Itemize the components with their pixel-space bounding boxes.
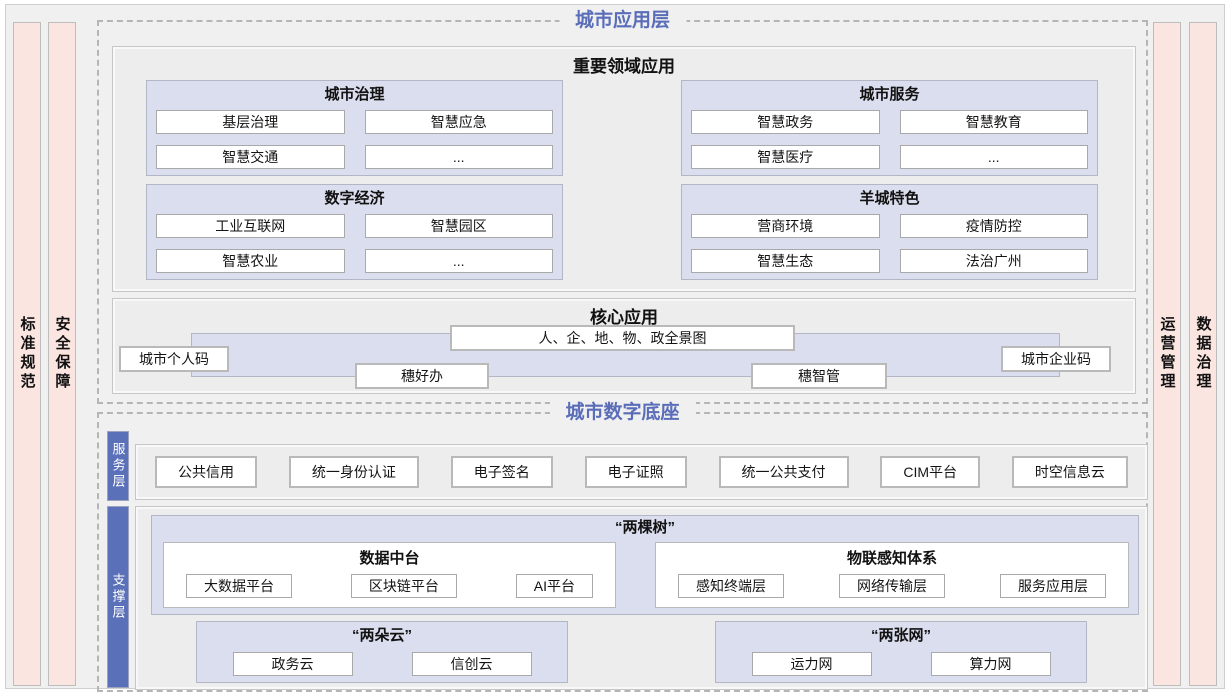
platform-item: 区块链平台 <box>350 574 457 598</box>
service-item: 公共信用 <box>155 456 257 488</box>
network-item: 算力网 <box>930 652 1051 676</box>
core-app-suihaoban: 穗好办 <box>355 363 489 389</box>
pillar-standards: 标准规范 <box>13 22 41 686</box>
service-item: 时空信息云 <box>1011 456 1128 488</box>
core-app-city-enterprise-code: 城市企业码 <box>1001 346 1111 372</box>
two-networks-block: “两张网” 运力网 算力网 <box>715 621 1087 683</box>
two-clouds-block: “两朵云” 政务云 信创云 <box>196 621 568 683</box>
category-city-services: 城市服务 智慧政务 智慧教育 智慧医疗 ... <box>681 80 1098 176</box>
iot-item: 服务应用层 <box>1000 574 1106 598</box>
category-city-governance: 城市治理 基层治理 智慧应急 智慧交通 ... <box>146 80 563 176</box>
cloud-item: 信创云 <box>411 652 532 676</box>
category-title: 数字经济 <box>324 190 385 207</box>
pillar-operations: 运营管理 <box>1153 22 1181 686</box>
app-item: 智慧农业 <box>156 249 345 273</box>
app-item-more: ... <box>899 145 1088 169</box>
service-item: 电子证照 <box>584 456 687 488</box>
two-networks-title: “两张网” <box>870 627 931 644</box>
platform-item: 大数据平台 <box>186 574 292 598</box>
service-layer-label-text: 服务层 <box>110 442 126 490</box>
core-app-panorama: 人、企、地、物、政全景图 <box>450 325 795 351</box>
app-item: 智慧医疗 <box>691 145 880 169</box>
service-layer-label: 服务层 <box>107 431 129 501</box>
support-layer-area: “两棵树” 数据中台 大数据平台 区块链平台 AI平台 物联感知体系 感知终端层… <box>135 506 1148 690</box>
service-item: 统一公共支付 <box>718 456 849 488</box>
digital-base-title: 城市数字底座 <box>549 399 696 427</box>
data-platform-title: 数据中台 <box>359 550 420 567</box>
pillar-data-governance: 数据治理 <box>1189 22 1217 686</box>
app-item: 智慧政务 <box>691 110 880 134</box>
two-clouds-title: “两朵云” <box>351 627 412 644</box>
category-title: 城市治理 <box>324 86 385 103</box>
core-apps-section: 核心应用 人、企、地、物、政全景图 城市个人码 穗好办 穗智管 城市企业码 <box>112 298 1136 394</box>
app-item: 工业互联网 <box>156 214 345 238</box>
category-title: 城市服务 <box>859 86 920 103</box>
app-item: 智慧生态 <box>691 249 880 273</box>
two-trees-block: “两棵树” 数据中台 大数据平台 区块链平台 AI平台 物联感知体系 感知终端层… <box>151 515 1139 615</box>
app-item: 法治广州 <box>899 249 1088 273</box>
application-layer-title: 城市应用层 <box>558 7 687 35</box>
cloud-item: 政务云 <box>232 652 353 676</box>
iot-item: 网络传输层 <box>839 574 945 598</box>
support-layer-label: 支撑层 <box>107 506 129 688</box>
application-layer-container: 城市应用层 重要领域应用 城市治理 基层治理 智慧应急 智慧交通 ... 城市服… <box>97 7 1148 404</box>
pillar-data-governance-label: 数据治理 <box>1194 316 1212 392</box>
service-item: 电子签名 <box>450 456 553 488</box>
platform-item: AI平台 <box>515 574 593 598</box>
pillar-security: 安全保障 <box>48 22 76 686</box>
iot-system-title: 物联感知体系 <box>846 550 937 567</box>
core-app-city-personal-code: 城市个人码 <box>119 346 229 372</box>
app-item: 疫情防控 <box>899 214 1088 238</box>
important-domains-section: 重要领域应用 城市治理 基层治理 智慧应急 智慧交通 ... 城市服务 智慧政务… <box>112 46 1136 292</box>
category-yangcheng-features: 羊城特色 营商环境 疫情防控 智慧生态 法治广州 <box>681 184 1098 280</box>
app-item-more: ... <box>364 145 553 169</box>
service-item: 统一身份认证 <box>288 456 419 488</box>
service-item: CIM平台 <box>880 456 981 488</box>
network-item: 运力网 <box>751 652 872 676</box>
two-trees-title: “两棵树” <box>614 519 675 536</box>
category-digital-economy: 数字经济 工业互联网 智慧园区 智慧农业 ... <box>146 184 563 280</box>
data-platform-panel: 数据中台 大数据平台 区块链平台 AI平台 <box>163 542 616 608</box>
iot-item: 感知终端层 <box>678 574 784 598</box>
app-item: 营商环境 <box>691 214 880 238</box>
app-item: 智慧教育 <box>899 110 1088 134</box>
iot-system-panel: 物联感知体系 感知终端层 网络传输层 服务应用层 <box>655 542 1129 608</box>
important-domains-title: 重要领域应用 <box>573 57 675 76</box>
digital-base-container: 城市数字底座 服务层 公共信用 统一身份认证 电子签名 电子证照 统一公共支付 … <box>97 399 1148 692</box>
app-item: 智慧应急 <box>364 110 553 134</box>
pillar-operations-label: 运营管理 <box>1158 316 1176 392</box>
app-item: 智慧交通 <box>156 145 345 169</box>
app-item: 基层治理 <box>156 110 345 134</box>
support-layer-label-text: 支撑层 <box>110 573 126 621</box>
service-layer-row: 公共信用 统一身份认证 电子签名 电子证照 统一公共支付 CIM平台 时空信息云 <box>135 444 1148 500</box>
core-app-suizhiguan: 穗智管 <box>751 363 887 389</box>
pillar-security-label: 安全保障 <box>53 316 71 392</box>
app-item-more: ... <box>364 249 553 273</box>
pillar-standards-label: 标准规范 <box>18 316 36 392</box>
category-title: 羊城特色 <box>859 190 920 207</box>
core-apps-title: 核心应用 <box>590 308 658 327</box>
app-item: 智慧园区 <box>364 214 553 238</box>
